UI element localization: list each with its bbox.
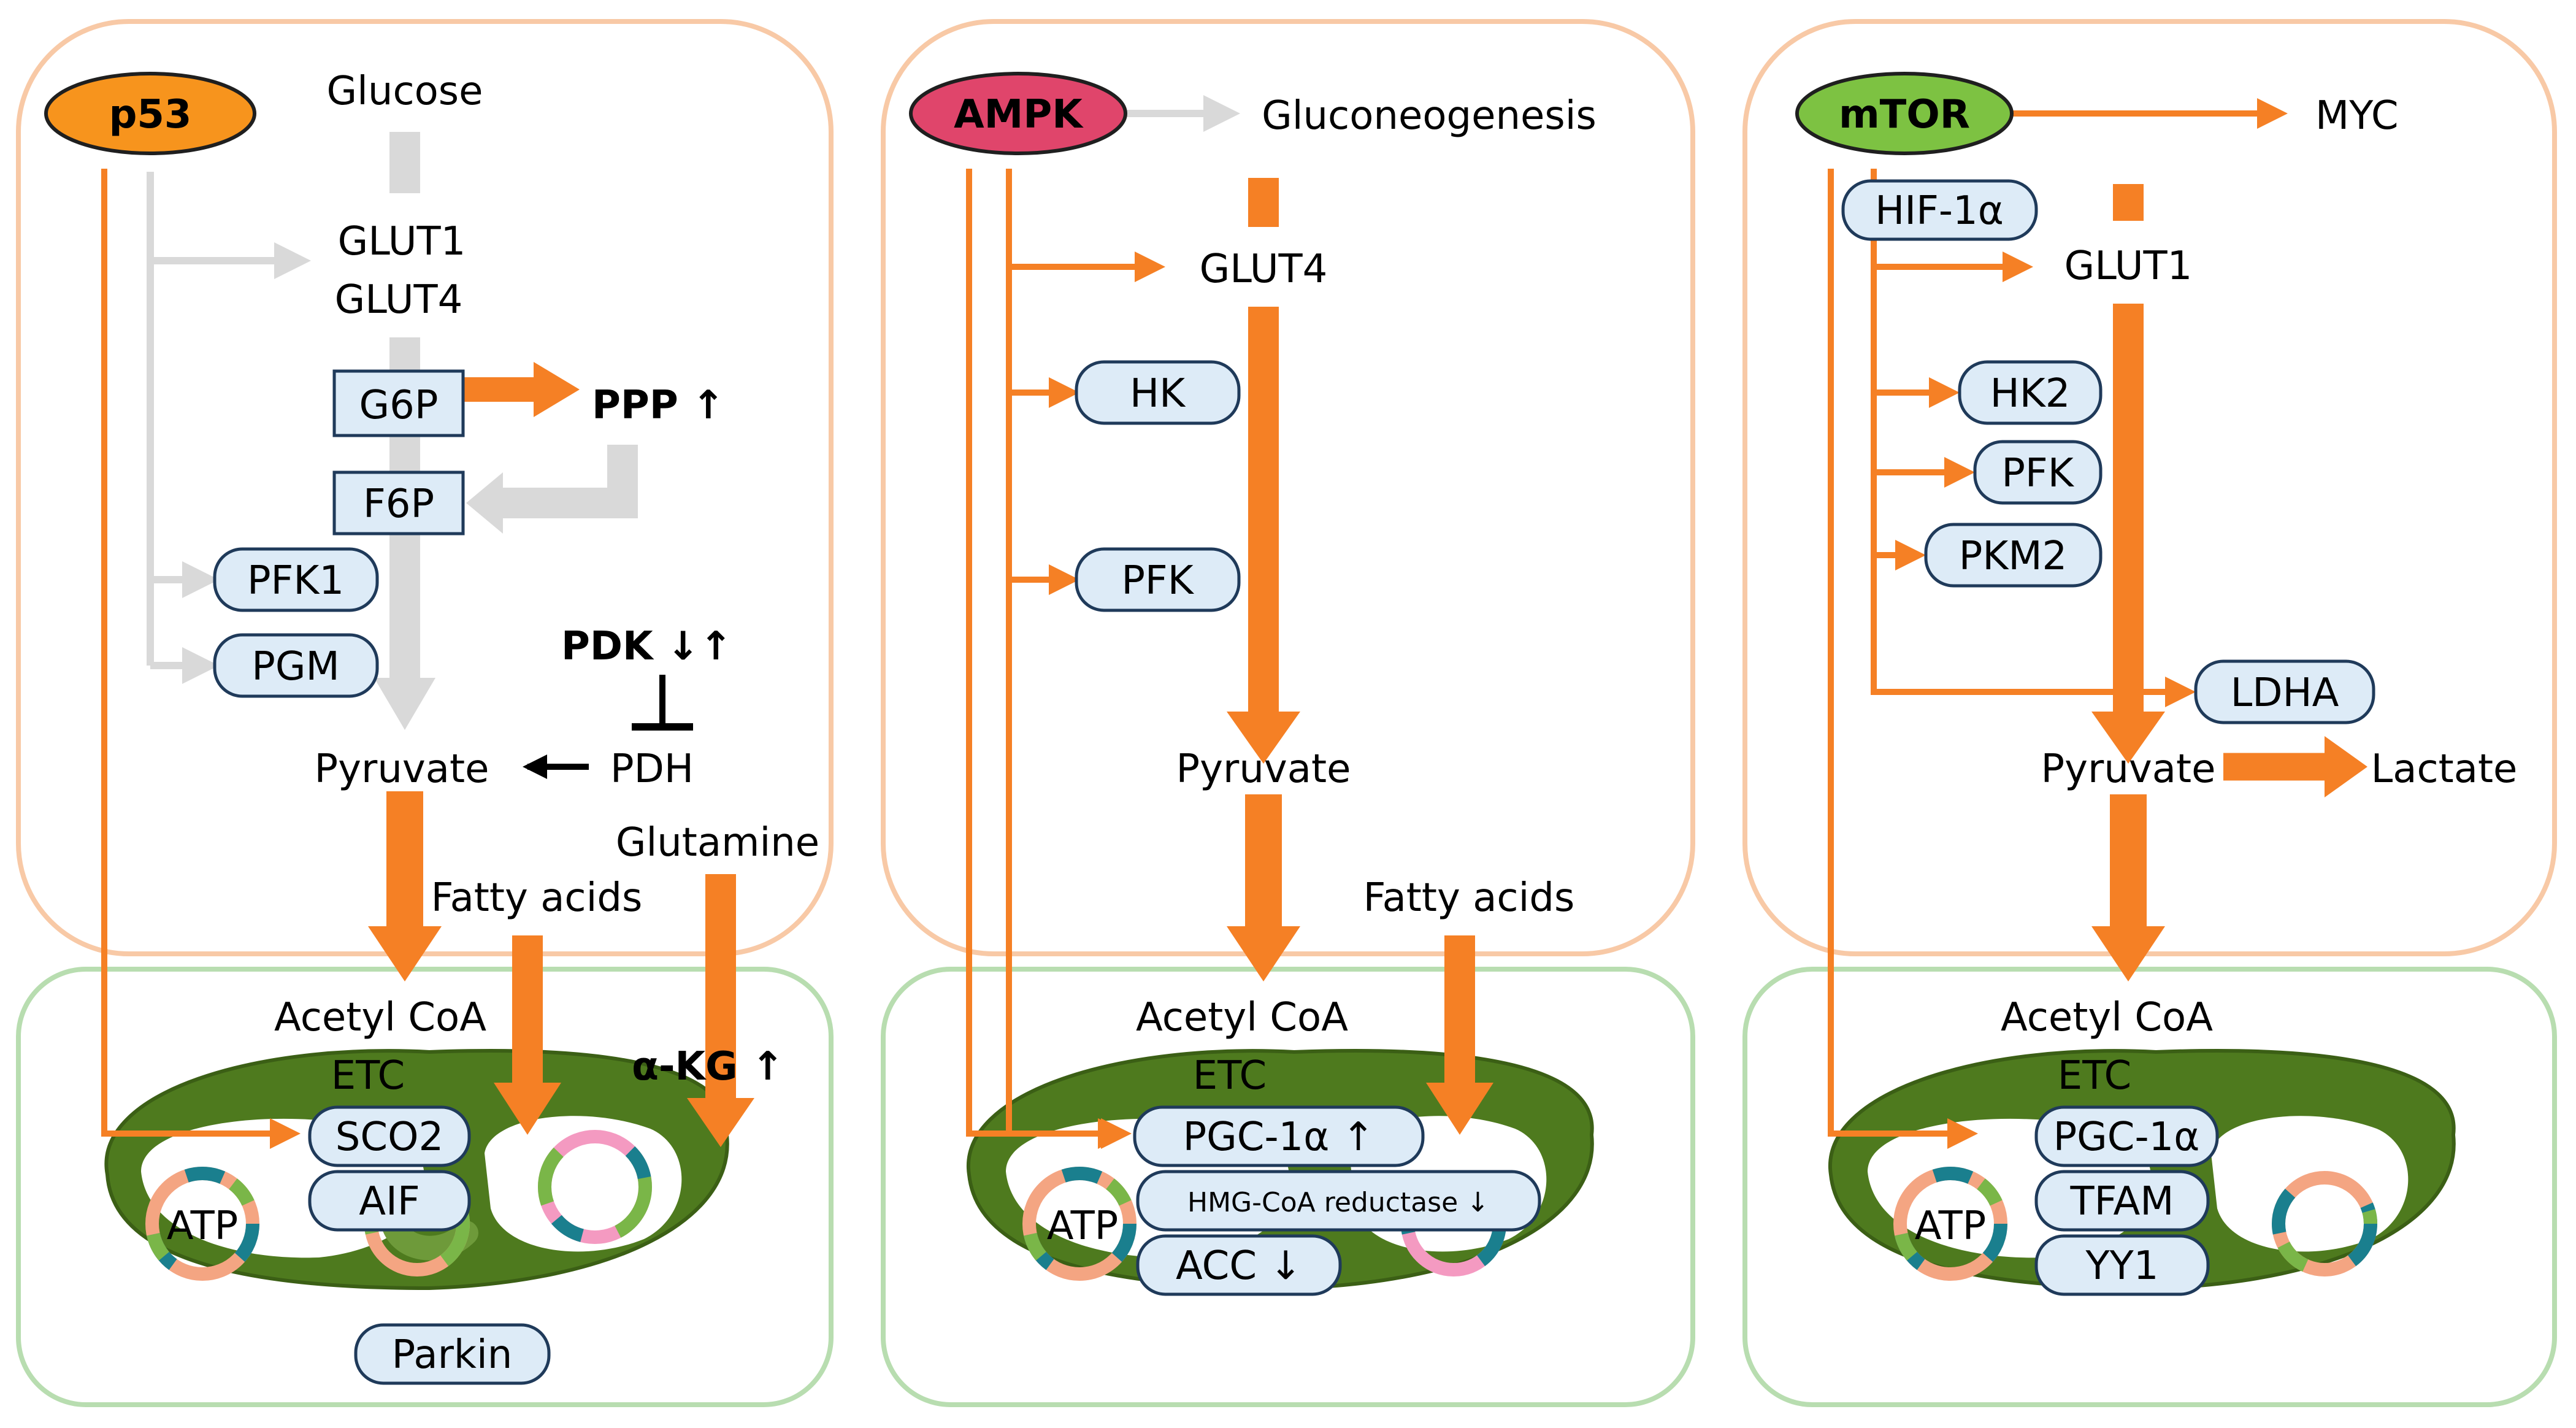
pdk-label: PDK ↓↑	[561, 624, 732, 669]
hk-box	[1075, 360, 1241, 425]
ppp-label: PPP ↑	[592, 383, 725, 428]
mitochondria-region	[881, 967, 1695, 1407]
mitochondria-region	[1742, 967, 2557, 1407]
pgc-box	[2034, 1105, 2219, 1167]
acetyl-coa-label: Acetyl CoA	[274, 995, 486, 1040]
mtor-label: mTOR	[1839, 92, 1970, 137]
yy1-box	[2034, 1234, 2210, 1296]
mtor-regulator	[1795, 72, 2014, 155]
aif-box	[308, 1170, 471, 1232]
atp-label: ATP	[1047, 1203, 1119, 1249]
hif-label: HIF-1α	[1875, 188, 2004, 234]
f6p-box	[332, 470, 465, 536]
panel-p53: p53 Glucose GLUT1 GLUT4 G6P PPP ↑ F6P PF…	[16, 19, 834, 1407]
panel-mtor: mTOR MYC HIF-1α GLUT1 HK2 PFK PKM2 LDHA …	[1742, 19, 2557, 1407]
pgc-label: PGC-1α	[2053, 1115, 2200, 1160]
hmg-box	[1136, 1170, 1541, 1232]
parkin-box	[354, 1323, 551, 1385]
mitochondria-region	[16, 967, 834, 1407]
pyruvate-label: Pyruvate	[1176, 747, 1351, 792]
pfk-box	[1075, 547, 1241, 612]
acetyl-coa-label: Acetyl CoA	[2001, 995, 2213, 1040]
glut1-label: GLUT1	[338, 219, 466, 264]
lactate-label: Lactate	[2371, 747, 2518, 792]
sco2-box	[308, 1105, 471, 1167]
myc-label: MYC	[2315, 93, 2399, 139]
ampk-regulator	[909, 72, 1127, 155]
etc-label: ETC	[2058, 1053, 2131, 1099]
ldha-label: LDHA	[2231, 670, 2339, 716]
p53-regulator	[44, 72, 256, 155]
panel-ampk: AMPK Gluconeogenesis GLUT4 HK PFK Pyruva…	[881, 19, 1695, 1407]
hif-box	[1841, 179, 2038, 241]
pgm-label: PGM	[251, 644, 339, 689]
pgc-label: PGC-1α ↑	[1183, 1115, 1375, 1160]
tfam-box	[2034, 1170, 2210, 1232]
cytoplasm-region	[881, 19, 1695, 956]
ampk-label: AMPK	[954, 92, 1084, 137]
pkm2-label: PKM2	[1959, 534, 2068, 579]
glut4-label: GLUT4	[335, 277, 463, 323]
f6p-label: F6P	[363, 482, 434, 527]
gluconeogenesis-label: Gluconeogenesis	[1262, 93, 1597, 139]
atp-label: ATP	[1915, 1203, 1987, 1249]
g6p-label: G6P	[359, 383, 439, 428]
fatty-acids-label: Fatty acids	[431, 875, 643, 921]
cytoplasm-region	[1742, 19, 2557, 956]
p53-label: p53	[109, 92, 192, 137]
glut4-label: GLUT4	[1200, 247, 1328, 292]
acc-box	[1136, 1234, 1342, 1296]
hk2-label: HK2	[1990, 371, 2071, 416]
etc-label: ETC	[331, 1053, 405, 1099]
glucose-label: Glucose	[327, 69, 483, 114]
aif-label: AIF	[359, 1179, 420, 1224]
tfam-label: TFAM	[2069, 1179, 2174, 1224]
akg-label: α-KG ↑	[632, 1044, 784, 1089]
pgm-box	[213, 633, 379, 698]
acetyl-coa-label: Acetyl CoA	[1136, 995, 1348, 1040]
acc-label: ACC ↓	[1176, 1243, 1302, 1289]
pgc-box	[1133, 1105, 1425, 1167]
yy1-label: YY1	[2085, 1243, 2159, 1289]
cytoplasm-region	[16, 19, 834, 956]
glut1-label: GLUT1	[2064, 244, 2193, 289]
sco2-label: SCO2	[335, 1115, 443, 1160]
pfk-label: PFK	[1121, 558, 1194, 604]
pkm2-box	[1924, 523, 2103, 588]
pfk-label: PFK	[2001, 451, 2074, 496]
pyruvate-label: Pyruvate	[2041, 747, 2216, 792]
pyruvate-label: Pyruvate	[315, 747, 489, 792]
pfk1-label: PFK1	[247, 558, 344, 604]
fatty-acids-label: Fatty acids	[1363, 875, 1575, 921]
ldha-box	[2194, 659, 2375, 724]
etc-label: ETC	[1193, 1053, 1267, 1099]
g6p-box	[332, 369, 465, 437]
hk-label: HK	[1130, 371, 1186, 416]
parkin-label: Parkin	[392, 1332, 513, 1378]
hmg-label: HMG-CoA reductase ↓	[1187, 1187, 1489, 1218]
pdh-label: PDH	[610, 747, 694, 792]
pfk-box	[1973, 440, 2103, 505]
glutamine-label: Glutamine	[616, 820, 819, 866]
hk2-box	[1958, 360, 2103, 425]
pfk1-box	[213, 547, 379, 612]
atp-label: ATP	[167, 1203, 239, 1249]
